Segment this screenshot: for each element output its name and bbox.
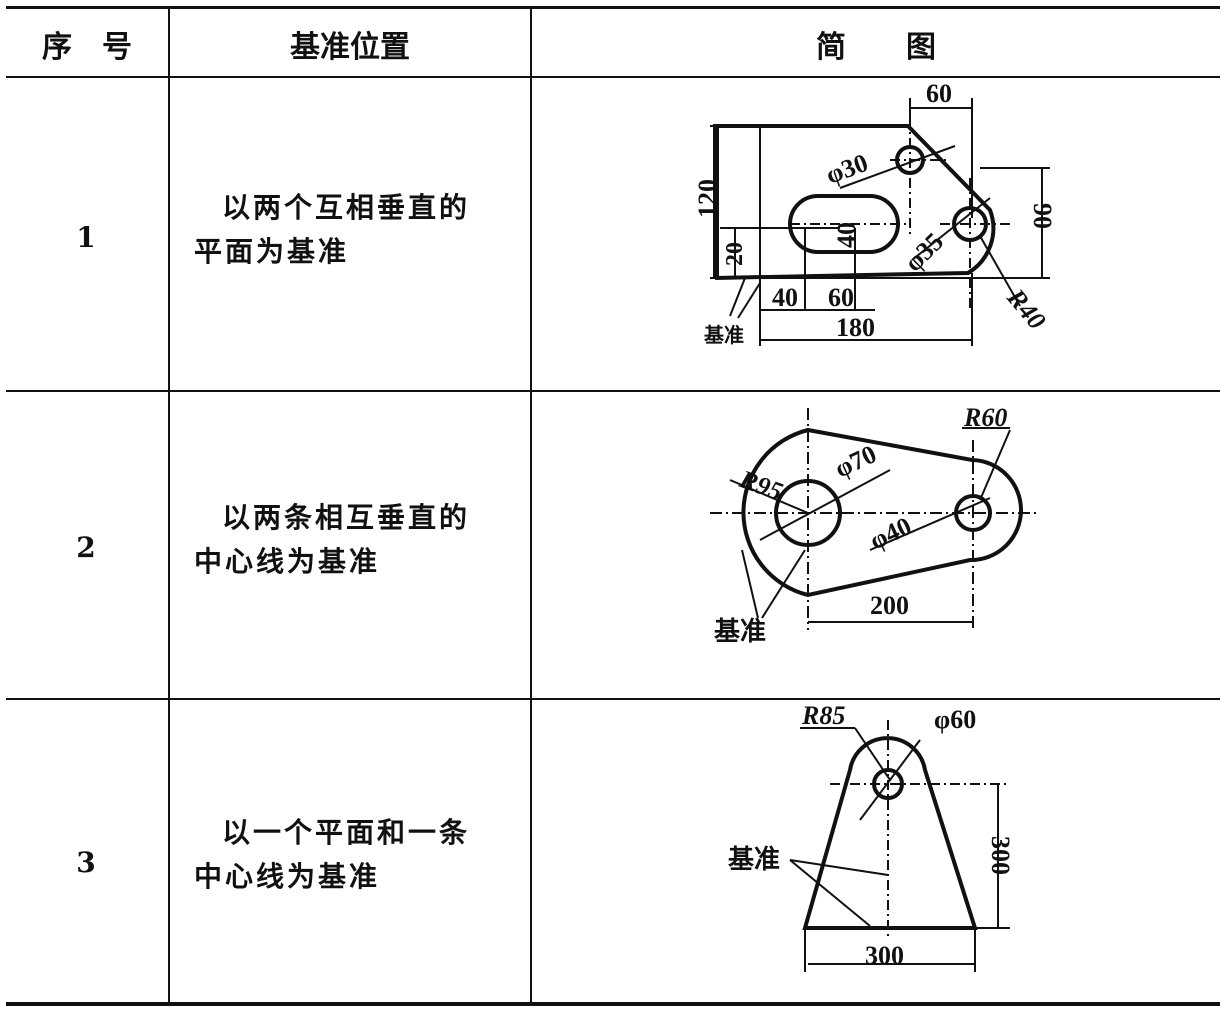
sketch-2-dim-phi70: φ70: [830, 439, 881, 483]
sketch-1-dim-phi30: φ30: [822, 148, 872, 190]
rule-row2: [6, 698, 1220, 700]
sketch-1-dim-180: 180: [836, 313, 875, 342]
sketch-3-datum-label: 基准: [728, 845, 780, 875]
sketch-1-dim-40-slot: 40: [832, 222, 861, 248]
sketch-3-drawing: R85 φ60 300 300 基准: [728, 701, 1015, 972]
sketch-3-dim-r85: R85: [801, 701, 845, 730]
row-3-desc-line-2: 中心线为基准: [194, 860, 381, 893]
sketch-1-dim-20: 20: [722, 242, 748, 266]
sketch-3-dim-phi60: φ60: [934, 705, 976, 734]
col-divider-1: [168, 6, 170, 1004]
sketch-1-dim-r40: R40: [1001, 282, 1052, 335]
rule-header: [6, 76, 1220, 78]
row-2-desc-line-1: 以两条相互垂直的: [222, 501, 471, 534]
row-2-description: 以两条相互垂直的 中心线为基准: [194, 496, 524, 584]
header-sketch: 简 图: [816, 30, 936, 65]
rule-top: [6, 6, 1220, 9]
row-1-index: 1: [76, 221, 96, 254]
row-3-description: 以一个平面和一条 中心线为基准: [194, 811, 524, 899]
col-divider-2: [530, 6, 532, 1004]
sketch-1-dim-90: 90: [1028, 203, 1057, 229]
header-index: 序 号: [42, 30, 132, 65]
row-1-desc-line-2: 平面为基准: [194, 235, 350, 268]
row-1-description: 以两个互相垂直的 平面为基准: [194, 186, 524, 274]
sketch-1-datum-label: 基准: [704, 323, 744, 347]
sketch-1-dim-60-h: 60: [828, 283, 854, 312]
sketch-1-dim-phi35: φ35: [899, 227, 949, 277]
row-2-index: 2: [76, 531, 96, 564]
sketch-3-dim-300-v: 300: [986, 836, 1015, 875]
rule-row1: [6, 390, 1220, 392]
datum-table: 序 号 基准位置 简 图 1 以两个互相垂直的 平面为基准 2 以两条相互垂直的…: [6, 6, 1220, 1006]
sketch-3-dim-300-h: 300: [865, 941, 904, 970]
sketch-1-dim-40-h: 40: [772, 283, 798, 312]
header-datum-position: 基准位置: [290, 30, 410, 65]
row-3-desc-line-1: 以一个平面和一条: [222, 816, 471, 849]
row-3-index: 3: [76, 846, 96, 879]
sketch-2-dim-200: 200: [870, 591, 909, 620]
row-1-desc-line-1: 以两个互相垂直的: [222, 191, 471, 224]
sketch-1-dim-120: 120: [693, 179, 722, 218]
sketch-2-drawing: R60 R95 φ70 φ40 200 基准: [710, 403, 1040, 647]
row-2-desc-line-2: 中心线为基准: [194, 545, 381, 578]
sketch-2-dim-r60: R60: [963, 403, 1007, 432]
sketch-2-datum-label: 基准: [714, 617, 766, 647]
sketch-1-dim-60-top: 60: [926, 79, 952, 108]
sketch-1-drawing: 60 φ30 120 40 20 φ35 90 R40 40 60 180 基准: [693, 79, 1057, 347]
rule-bottom: [6, 1002, 1220, 1006]
